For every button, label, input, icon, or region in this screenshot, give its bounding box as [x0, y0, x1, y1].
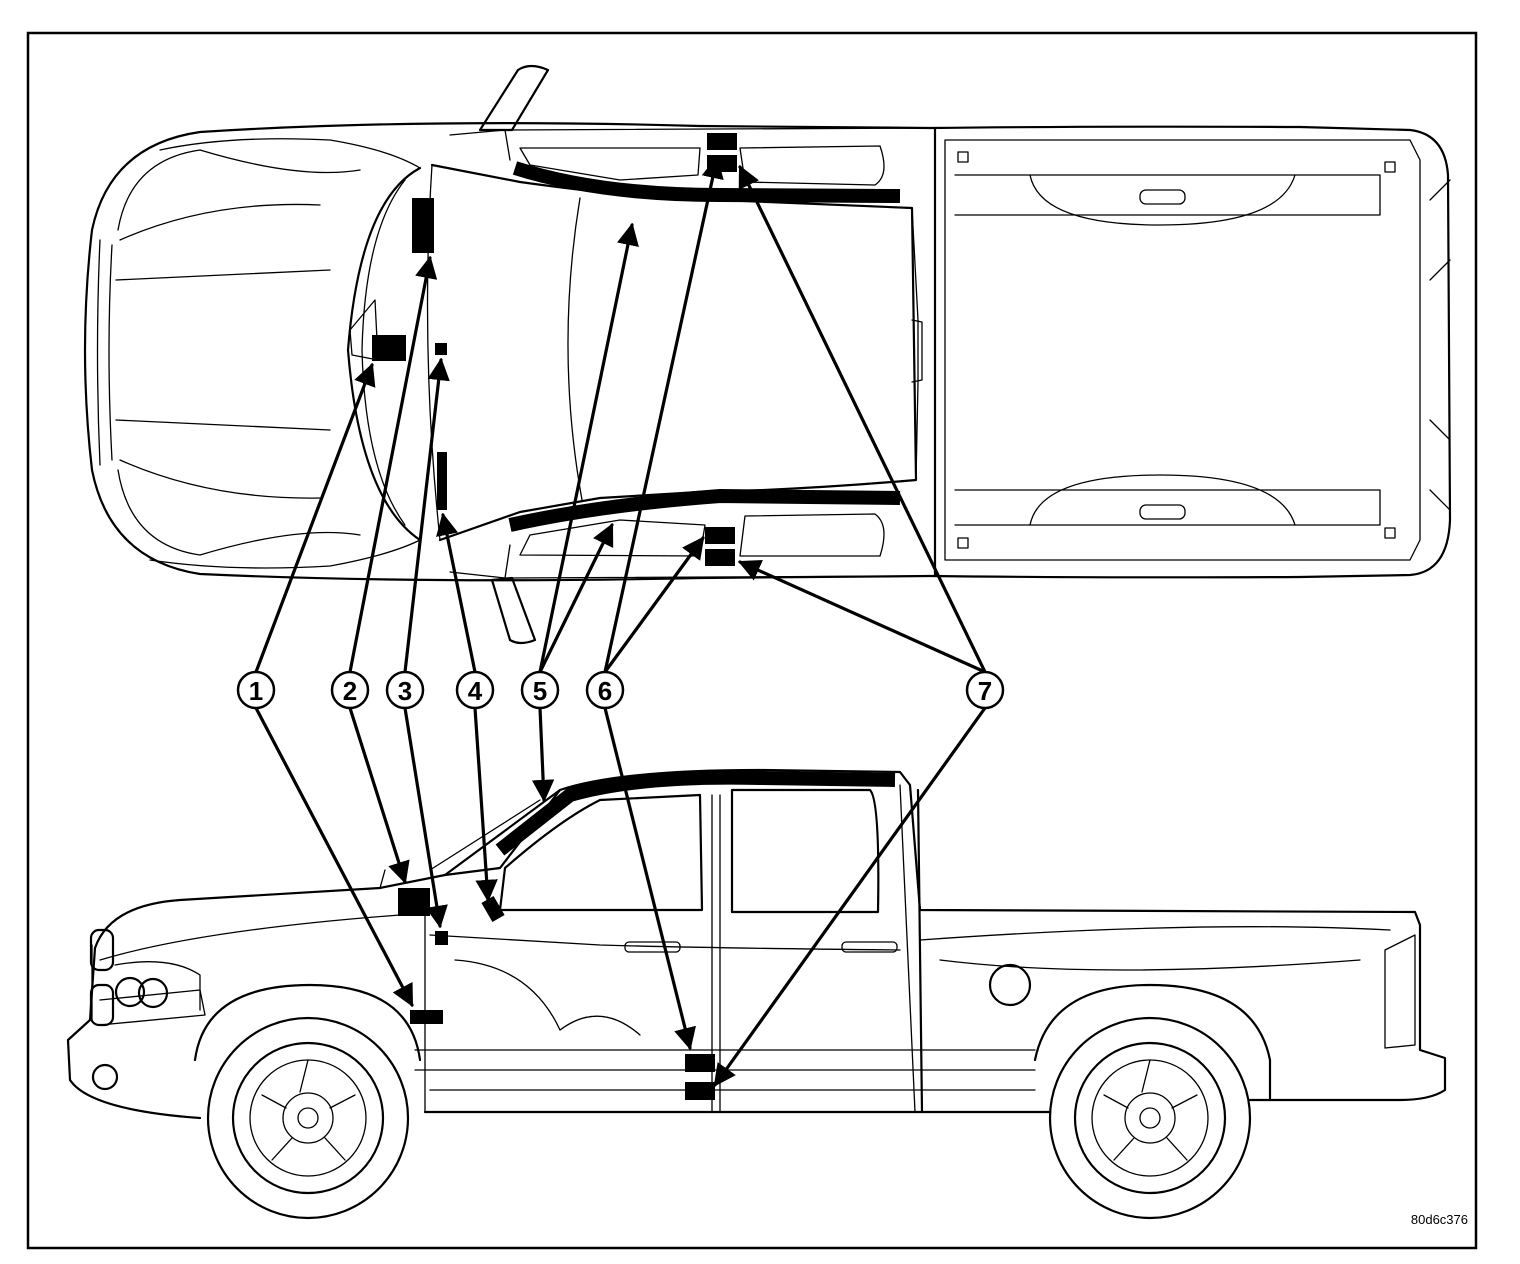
callout-5: 5	[520, 670, 560, 710]
leader-lines	[254, 155, 987, 1087]
roof-weatherstrip-top	[512, 161, 901, 203]
callout-1-label: 1	[249, 676, 263, 706]
callout-3-label: 3	[398, 676, 412, 706]
callout-4-label: 4	[468, 676, 483, 706]
callout-7: 7	[965, 670, 1005, 710]
seal-block-4-side	[481, 895, 505, 923]
seal-block-2-side	[398, 888, 430, 916]
seal-block-2-top	[412, 198, 434, 253]
seal-block-7-side	[685, 1082, 715, 1100]
diagram-border	[26, 31, 1478, 1250]
seal-block-6-side	[685, 1054, 715, 1072]
truck-side-view	[66, 768, 1447, 1220]
seal-block-7-top-lower	[705, 549, 735, 566]
seal-block-7-top-upper	[707, 155, 737, 172]
seal-block-6-top-upper	[707, 133, 737, 150]
truck-top-view	[83, 64, 1452, 645]
callout-6-label: 6	[598, 676, 612, 706]
callout-4: 4	[455, 670, 495, 710]
callout-1: 1	[236, 670, 276, 710]
callout-7-label: 7	[978, 676, 992, 706]
roof-weatherstrip-side	[495, 770, 896, 856]
callout-2-label: 2	[343, 676, 357, 706]
seal-block-4-top	[437, 452, 447, 510]
callout-3: 3	[385, 670, 425, 710]
roof-weatherstrip-bottom	[508, 488, 901, 532]
seal-block-1-top	[372, 335, 406, 361]
figure-code: 80d6c376	[1411, 1212, 1468, 1227]
seal-block-6-top-lower	[705, 527, 735, 544]
seal-block-3-top	[435, 343, 447, 355]
callout-5-label: 5	[533, 676, 547, 706]
callout-2: 2	[330, 670, 370, 710]
seal-block-1-side	[410, 1010, 443, 1024]
seal-block-3-side	[435, 931, 448, 945]
callout-6: 6	[585, 670, 625, 710]
